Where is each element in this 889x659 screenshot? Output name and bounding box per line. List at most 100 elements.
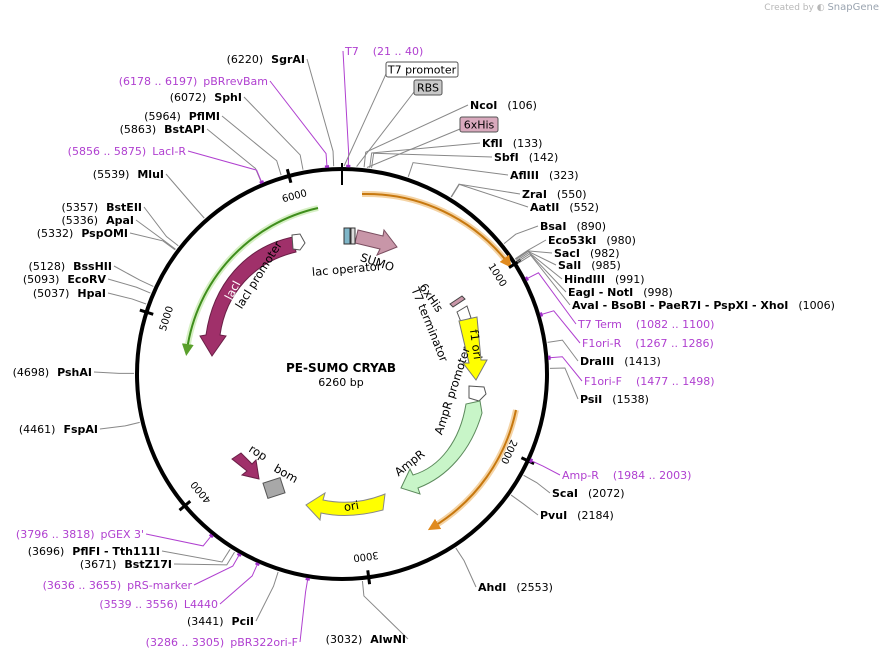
enzyme-label: (5128) BssHII (29, 260, 112, 273)
enzyme-leader-line (549, 367, 579, 400)
enzyme-name: AlwNI (370, 633, 406, 646)
enzyme-label: HindIII(991) (564, 273, 645, 286)
enzyme-name: PciI (232, 615, 254, 628)
enzyme-name: BssHII (73, 260, 112, 273)
enzyme-name: EagI - NotI (568, 286, 633, 299)
feature-lac-operator (343, 227, 351, 245)
enzyme-label: (5863)BstAPI (120, 123, 205, 136)
enzyme-coord: (3032) (326, 633, 363, 646)
feature-box (413, 79, 443, 96)
enzyme-leader-line (165, 173, 205, 219)
enzyme-coord: (2184) (577, 509, 614, 522)
primer-site-mark (529, 458, 534, 464)
enzyme-name: PsiI (580, 393, 602, 406)
enzyme-leader-line (510, 494, 539, 516)
enzyme-coord: (3671) (80, 558, 117, 571)
tick-mark (285, 168, 293, 184)
feature-box (459, 116, 499, 133)
feature-rop-arrow (231, 452, 260, 480)
tick-label: 4000 (189, 479, 214, 506)
primer-leader-line (145, 533, 212, 547)
enzyme-label: (3032) AlwNI (326, 633, 406, 646)
feature-laci-arrow (199, 236, 297, 357)
enzyme-name: SphI (214, 91, 242, 104)
enzyme-name: EcoRV (67, 273, 106, 286)
enzyme-leader-line (361, 580, 409, 640)
enzyme-leader-line (515, 250, 557, 266)
enzyme-coord: (323) (549, 169, 579, 182)
enzyme-name: PvuI (540, 509, 567, 522)
primer-leader-line (530, 460, 561, 476)
primer-name: T7 Term (577, 318, 622, 331)
primer-leader-line (299, 579, 309, 643)
enzyme-leader-line (99, 421, 140, 430)
enzyme-name: PflFI - Tth111I (72, 545, 160, 558)
enzyme-leader-line (221, 115, 282, 176)
enzyme-name: BstAPI (164, 123, 205, 136)
primer-label: F1ori-R(1267 .. 1286) (582, 337, 714, 350)
enzyme-leader-line (93, 371, 135, 374)
primer-leader-line (541, 310, 581, 344)
enzyme-leader-line (107, 278, 151, 294)
enzyme-label: ScaI(2072) (552, 487, 625, 500)
enzyme-leader-line (523, 474, 551, 494)
tick-label: 1000 (485, 262, 508, 289)
enzyme-coord: (5539) (93, 168, 130, 181)
enzyme-name: HpaI (77, 287, 106, 300)
tick-label: 5000 (158, 305, 176, 333)
enzyme-label: ZraI(550) (522, 188, 587, 201)
primer-name: pBRrevBam (203, 75, 268, 88)
enzyme-label: PvuI (2184) (540, 509, 614, 522)
enzyme-name: AatII (530, 201, 559, 214)
enzyme-leader-line (363, 104, 469, 168)
enzyme-leader-line (306, 58, 335, 167)
primer-name: L4440 (184, 598, 218, 611)
enzyme-leader-line (371, 152, 493, 169)
enzyme-coord: (980) (606, 234, 636, 247)
enzyme-label: (3441)PciI (187, 615, 254, 628)
enzyme-name: AflIII (510, 169, 539, 182)
primer-label: T7 Term (1082 .. 1100) (577, 318, 714, 331)
enzyme-leader-line (173, 551, 235, 566)
enzyme-label: SbfI (142) (494, 151, 558, 164)
enzyme-leader-line (516, 253, 567, 293)
primer-range: (3286 .. 3305) (146, 636, 225, 649)
primer-range: (6178 .. 6197) (119, 75, 198, 88)
enzyme-name: AhdI (478, 581, 506, 594)
primer-range: (1984 .. 2003) (613, 469, 692, 482)
enzyme-coord: (6220) (227, 53, 264, 66)
primer-name: pGEX 3' (100, 528, 144, 541)
enzyme-coord: (550) (557, 188, 587, 201)
enzyme-leader-line (161, 549, 231, 563)
enzyme-name: SbfI (494, 151, 519, 164)
primer-leader-line (187, 150, 263, 183)
primer-leader-line (269, 80, 328, 167)
enzyme-coord: (1413) (624, 355, 661, 368)
enzyme-leader-line (369, 142, 481, 168)
enzyme-coord: (5128) (29, 260, 66, 273)
enzyme-coord: (985) (591, 259, 621, 272)
enzyme-label: KflI(133) (482, 137, 542, 150)
enzyme-name: NcoI (470, 99, 497, 112)
enzyme-name: ApaI (106, 214, 134, 227)
tick-mark (366, 570, 372, 585)
enzyme-leader-line (255, 571, 279, 622)
enzyme-label: NcoI(106) (470, 99, 537, 112)
primer-range: (3636 .. 3655) (43, 579, 122, 592)
tick-mark (178, 500, 192, 512)
enzyme-coord: (3696) (28, 545, 65, 558)
enzyme-leader-line (450, 183, 521, 198)
primer-name: F1ori-F (584, 375, 622, 388)
primer-range: (1082 .. 1100) (636, 318, 715, 331)
primer-site-mark (524, 276, 529, 282)
enzyme-coord: (991) (615, 273, 645, 286)
feature-shapes (199, 227, 488, 522)
enzyme-coord: (6072) (170, 91, 207, 104)
primer-range: (3539 .. 3556) (99, 598, 178, 611)
enzyme-label: Eco53kI(980) (548, 234, 636, 247)
enzyme-coord: (142) (529, 151, 559, 164)
feature-ampr-arrow (400, 400, 483, 495)
enzyme-name: BstEII (106, 201, 142, 214)
enzyme-labels-left: (3032)AlwNI(3441)PciI(3671)BstZ17I(3696)… (13, 53, 409, 646)
